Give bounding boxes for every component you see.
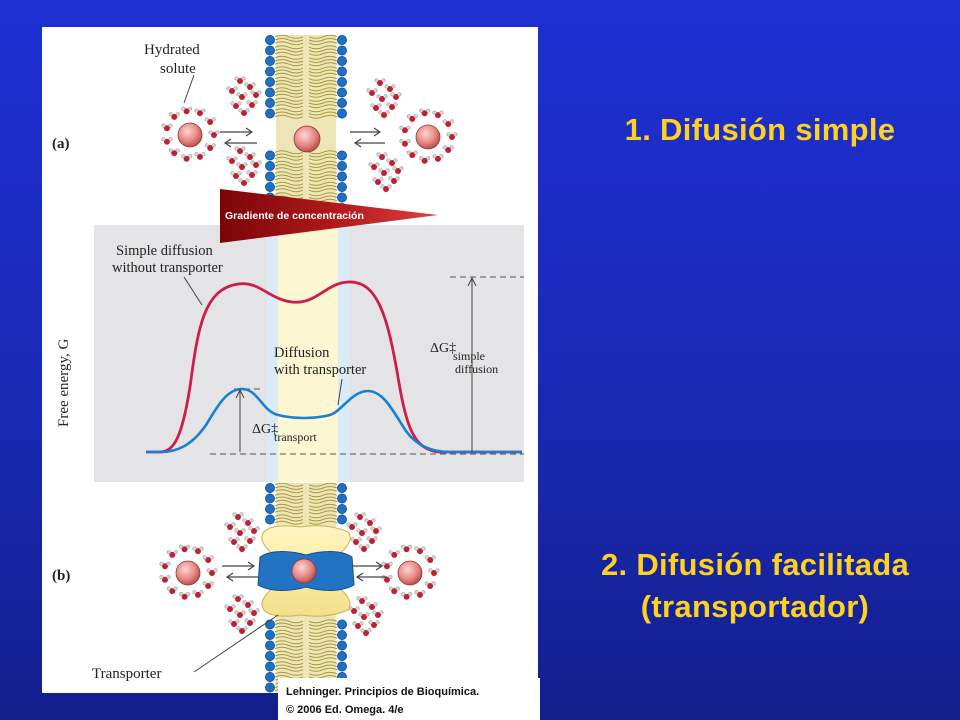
transporter-diffusion-curve: [146, 387, 522, 454]
diffusion-arrows-b: [222, 561, 387, 582]
transporter-label: Transporter: [92, 666, 161, 682]
simple-diffusion-curve: [146, 280, 522, 454]
delta-g-simple-label: ΔG‡ simple diffusion: [430, 341, 498, 376]
transporter-diffusion-pointer: [337, 378, 343, 406]
graph-membrane-core: [278, 225, 338, 482]
gradient-label: Gradiente de concentración: [225, 210, 364, 222]
solute-center-b: [291, 558, 317, 584]
diffusion-arrows-a: [220, 127, 385, 148]
delta-g-transport-label: ΔG‡ transport: [252, 422, 317, 444]
y-axis-label: Free energy, G: [56, 339, 72, 427]
hydrated-solute-pointer: [183, 74, 195, 104]
solutes-panel-b: [159, 512, 440, 636]
concentration-gradient-triangle: [220, 189, 438, 243]
svg-text:ΔG‡: ΔG‡: [252, 422, 278, 437]
figure-panel: Gradiente de concentración: [42, 27, 538, 693]
title-facilitated-diffusion: 2. Difusión facilitada (transportador): [555, 544, 955, 628]
svg-text:diffusion: diffusion: [455, 362, 498, 376]
credit-box: Lehninger. Principios de Bioquímica. © 2…: [278, 678, 540, 720]
transporter-diffusion-label: Diffusion with transporter: [274, 345, 366, 378]
svg-text:simple: simple: [453, 349, 485, 363]
solute-center-a: [293, 125, 321, 153]
svg-text:transport: transport: [274, 430, 317, 444]
transporter-pointer: [193, 614, 279, 673]
panel-a-label: (a): [52, 136, 70, 152]
delta-g-simple-arrow: [467, 276, 477, 452]
simple-diffusion-label: Simple diffusion without transporter: [112, 243, 223, 276]
panel-b-label: (b): [52, 568, 70, 584]
delta-g-transport-arrow: [235, 388, 245, 452]
title-facilitated-line1: 2. Difusión facilitada: [600, 547, 910, 582]
svg-text:ΔG‡: ΔG‡: [430, 341, 456, 356]
membrane-diffusion-diagram: Gradiente de concentración: [52, 34, 524, 693]
title-facilitated-line2: (transportador): [640, 589, 870, 624]
solutes-panel-a: [161, 76, 458, 192]
credit-line1: Lehninger. Principios de Bioquímica.: [286, 686, 480, 698]
title-simple-diffusion: 1. Difusión simple: [624, 112, 896, 147]
hydrated-solute-label: Hydrated solute: [144, 42, 204, 77]
credit-line2: © 2006 Ed. Omega. 4/e: [286, 704, 404, 716]
simple-diffusion-pointer: [183, 276, 203, 306]
